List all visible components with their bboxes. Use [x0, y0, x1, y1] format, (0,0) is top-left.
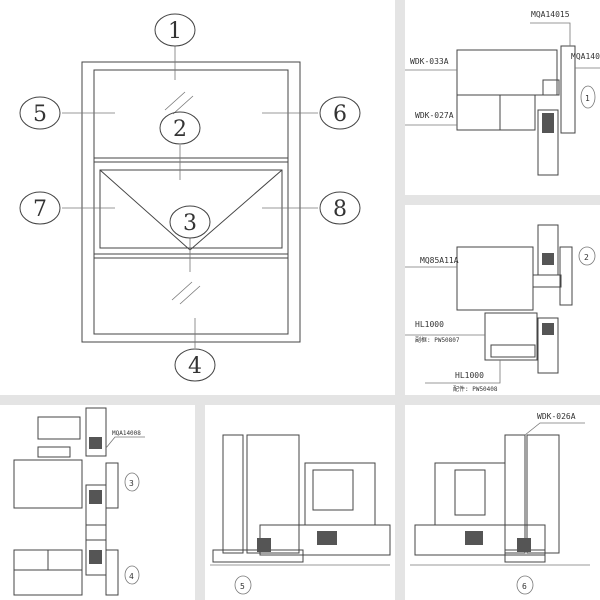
detail-5-panel: 5 [205, 405, 395, 600]
svg-text:配件: PW50408: 配件: PW50408 [453, 385, 498, 393]
svg-text:6: 6 [522, 582, 527, 591]
svg-text:WDK-033A: WDK-033A [410, 57, 449, 66]
detail-6-drawing: WDK-026A 6 [410, 412, 590, 595]
svg-text:5: 5 [33, 102, 47, 127]
detail-6-panel: WDK-026A 6 [405, 405, 600, 600]
svg-text:WDK-026A: WDK-026A [537, 412, 576, 421]
svg-text:2: 2 [173, 117, 187, 142]
marker-7: 7 [19, 191, 61, 225]
svg-text:副框: PW50807: 副框: PW50807 [415, 336, 460, 344]
svg-text:MQA14008: MQA14008 [112, 430, 141, 437]
window-elevation: 1 5 2 6 7 3 8 4 [19, 13, 361, 382]
detail-3-4-panel: MQA14008 3 4 [0, 405, 195, 600]
marker-2: 2 [159, 111, 201, 145]
svg-text:1: 1 [585, 94, 590, 103]
marker-5: 5 [19, 96, 61, 130]
detail-1-panel: MQA14015 MQA140 WDK-033A WDK-027A 1 [405, 0, 600, 195]
svg-text:MQA14015: MQA14015 [531, 10, 570, 19]
detail-1-drawing: MQA14015 MQA140 WDK-033A WDK-027A 1 [405, 10, 600, 176]
elevation-panel: 1 5 2 6 7 3 8 4 [0, 0, 395, 395]
svg-text:5: 5 [240, 582, 245, 591]
marker-8: 8 [319, 191, 361, 225]
detail-2-drawing: MQ85A11A HL1000 副框: PW50807 HL1000 配件: P… [405, 224, 596, 393]
svg-text:4: 4 [188, 354, 202, 379]
svg-text:MQ85A11A: MQ85A11A [420, 256, 459, 265]
marker-1: 1 [154, 13, 196, 47]
svg-text:HL1000: HL1000 [455, 371, 484, 380]
svg-text:3: 3 [183, 211, 197, 236]
svg-text:HL1000: HL1000 [415, 320, 444, 329]
detail-5-drawing: 5 [210, 434, 391, 595]
svg-text:3: 3 [129, 479, 134, 488]
marker-4: 4 [174, 348, 216, 382]
svg-text:WDK-027A: WDK-027A [415, 111, 454, 120]
marker-6: 6 [319, 96, 361, 130]
detail-3-4-drawing: MQA14008 3 4 [13, 407, 145, 596]
detail-2-panel: MQ85A11A HL1000 副框: PW50807 HL1000 配件: P… [405, 205, 600, 395]
marker-3: 3 [169, 205, 211, 239]
svg-text:6: 6 [333, 102, 347, 127]
svg-text:MQA140: MQA140 [571, 52, 600, 61]
svg-text:7: 7 [33, 197, 47, 222]
svg-text:8: 8 [333, 197, 347, 222]
svg-text:4: 4 [129, 572, 134, 581]
svg-text:2: 2 [584, 253, 589, 262]
svg-text:1: 1 [168, 19, 182, 44]
